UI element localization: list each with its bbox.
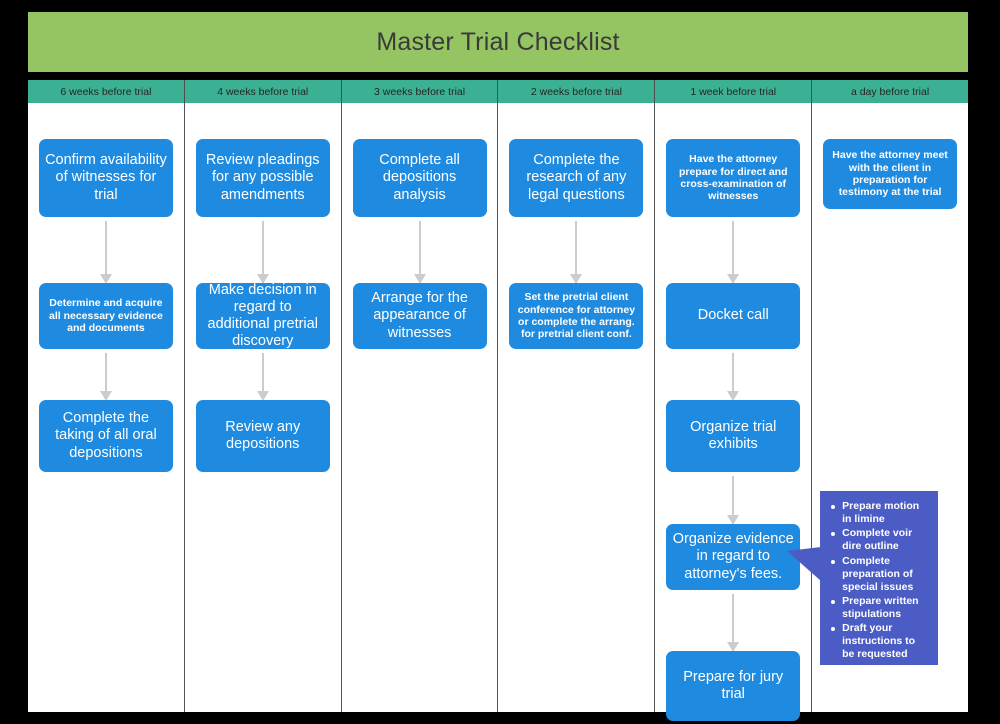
- lane-column-lane-4-weeks: Review pleadings for any possible amendm…: [184, 103, 342, 712]
- lane-column-lane-1-week: Have the attorney prepare for direct and…: [655, 103, 813, 721]
- callout-list-item: Complete preparation of special issues: [831, 555, 930, 594]
- connector-arrow: [104, 353, 107, 392]
- task-organize-evidence-attorney-fees[interactable]: Organize evidence in regard to attorney'…: [666, 524, 801, 590]
- callout-list-item: Draft your instructions to be requested: [831, 622, 930, 661]
- task-confirm-availability-of-witnesses[interactable]: Confirm availability of witnesses for tr…: [38, 139, 173, 217]
- task-make-decision-pretrial-discovery[interactable]: Make decision in regard to additional pr…: [195, 282, 330, 349]
- lane-header-lane-1-week[interactable]: 1 week before trial: [655, 80, 813, 103]
- callout-list-item: Complete voir dire outline: [831, 527, 930, 553]
- lane-header-lane-3-weeks[interactable]: 3 weeks before trial: [341, 80, 499, 103]
- lane-header-lane-a-day[interactable]: a day before trial: [812, 80, 968, 103]
- lane-header-lane-2-weeks[interactable]: 2 weeks before trial: [498, 80, 656, 103]
- task-complete-taking-oral-depositions[interactable]: Complete the taking of all oral depositi…: [38, 400, 173, 472]
- task-complete-depositions-analysis[interactable]: Complete all depositions analysis: [352, 139, 487, 217]
- task-review-any-depositions[interactable]: Review any depositions: [195, 400, 330, 472]
- title-banner: Master Trial Checklist: [28, 12, 968, 72]
- task-prepare-for-jury-trial[interactable]: Prepare for jury trial: [666, 651, 801, 721]
- task-set-pretrial-client-conference[interactable]: Set the pretrial client conference for a…: [509, 283, 644, 349]
- lane-header-lane-6-weeks[interactable]: 6 weeks before trial: [28, 80, 185, 103]
- task-complete-research-legal-questions[interactable]: Complete the research of any legal quest…: [509, 139, 644, 217]
- task-prepare-direct-cross-examination[interactable]: Have the attorney prepare for direct and…: [666, 139, 801, 217]
- connector-arrow: [732, 476, 735, 516]
- lane-header-lane-4-weeks[interactable]: 4 weeks before trial: [184, 80, 342, 103]
- task-docket-call[interactable]: Docket call: [666, 283, 801, 349]
- lane-column-lane-a-day: Have the attorney meet with the client i…: [787, 103, 968, 712]
- connector-arrow: [732, 353, 735, 392]
- task-arrange-appearance-of-witnesses[interactable]: Arrange for the appearance of witnesses: [352, 283, 487, 349]
- task-organize-trial-exhibits[interactable]: Organize trial exhibits: [666, 400, 801, 472]
- connector-arrow: [575, 221, 578, 275]
- task-review-pleadings-amendments[interactable]: Review pleadings for any possible amendm…: [195, 139, 330, 217]
- connector-arrow: [418, 221, 421, 275]
- task-determine-and-acquire-evidence[interactable]: Determine and acquire all necessary evid…: [38, 283, 173, 349]
- lane-column-lane-2-weeks: Complete the research of any legal quest…: [498, 103, 656, 712]
- page-title: Master Trial Checklist: [376, 27, 620, 56]
- lane-column-lane-6-weeks: Confirm availability of witnesses for tr…: [28, 103, 185, 712]
- task-attorney-meet-client-testimony[interactable]: Have the attorney meet with the client i…: [823, 139, 958, 209]
- connector-arrow: [104, 221, 107, 275]
- lane-body-row: Confirm availability of witnesses for tr…: [28, 103, 968, 721]
- connector-arrow: [732, 594, 735, 643]
- connector-arrow: [261, 353, 264, 392]
- callout-list-item: Prepare written stipulations: [831, 595, 930, 621]
- connector-arrow: [261, 221, 264, 275]
- connector-arrow: [732, 221, 735, 275]
- callout-list-item: Prepare motion in limine: [831, 500, 930, 526]
- callout-tail-pointer: [787, 547, 822, 581]
